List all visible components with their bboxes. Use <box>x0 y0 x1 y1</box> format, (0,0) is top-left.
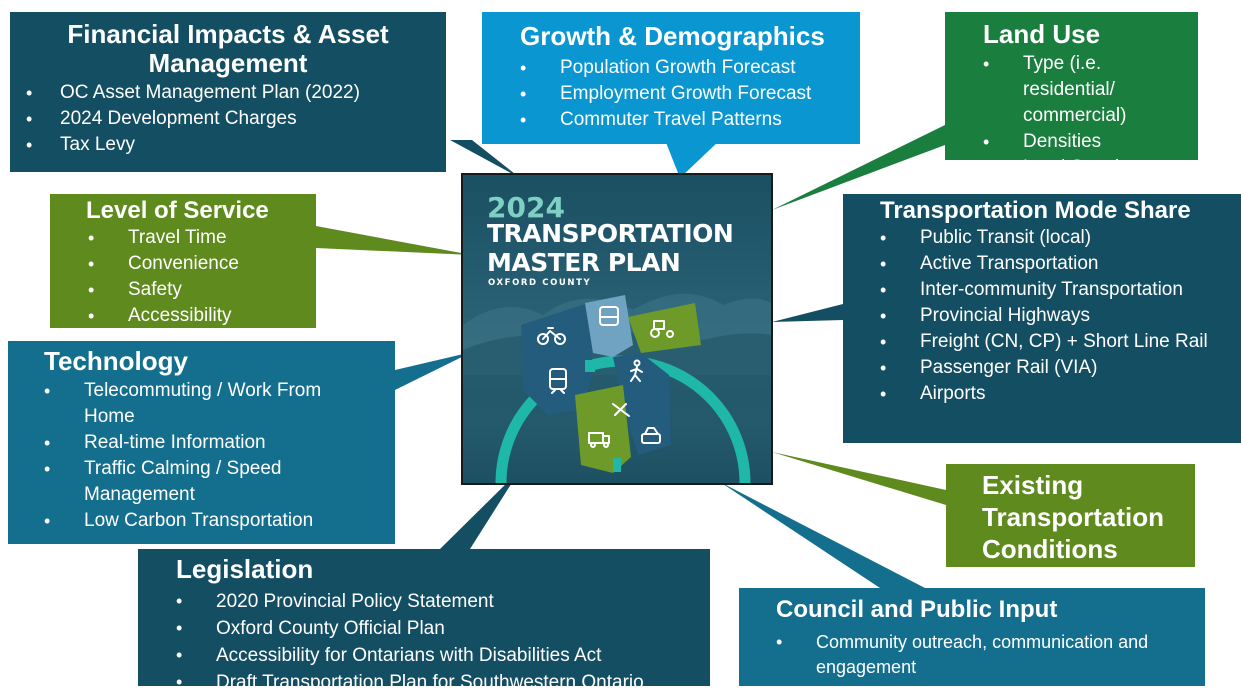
list-item: Convenience <box>88 251 316 277</box>
list-item: OC Asset Management Plan (2022) <box>26 80 446 106</box>
existing-conditions-box: Existing Transportation Conditions <box>946 464 1195 567</box>
list-item: 2024 Development Charges <box>26 106 446 132</box>
financial-impacts-box: Financial Impacts & Asset Management OC … <box>10 12 446 172</box>
council-public-input-list: Community outreach, communication and en… <box>739 630 1205 680</box>
land-use-list: Type (i.e. residential/ commercial) Dens… <box>945 51 1198 181</box>
list-item: Telecommuting / Work From Home <box>44 378 355 430</box>
growth-demographics-title: Growth & Demographics <box>520 21 825 51</box>
list-item: 2020 Provincial Policy Statement <box>176 588 710 615</box>
bus-icon <box>599 306 619 326</box>
list-item: Commuter Travel Patterns <box>520 107 860 133</box>
list-item: Low Carbon Transportation <box>44 508 355 534</box>
truck-icon <box>588 432 610 448</box>
list-item: Accessibility <box>88 303 316 329</box>
land-use-title: Land Use <box>983 19 1101 49</box>
list-item: Type (i.e. residential/ commercial) <box>983 51 1198 129</box>
county-map-graphic <box>521 295 701 473</box>
list-item: Population Growth Forecast <box>520 55 860 81</box>
mode-share-list: Public Transit (local) Active Transporta… <box>843 225 1241 407</box>
financial-impacts-list: OC Asset Management Plan (2022) 2024 Dev… <box>10 80 446 158</box>
list-item: Active Transportation <box>880 251 1221 277</box>
list-item: Accessibility for Ontarians with Disabil… <box>176 642 710 669</box>
existing-conditions-title: Existing Transportation Conditions <box>982 470 1165 564</box>
council-public-input-title: Council and Public Input <box>776 596 1058 623</box>
list-item: Employment Growth Forecast <box>520 81 860 107</box>
legislation-box: Legislation 2020 Provincial Policy State… <box>138 549 710 696</box>
mode-share-box: Transportation Mode Share Public Transit… <box>843 194 1241 443</box>
connector-council <box>720 482 925 588</box>
map-region-south <box>575 385 631 473</box>
report-cover-image: 2024 TRANSPORTATION MASTER PLAN OXFORD C… <box>461 173 773 485</box>
list-item: Land Supply <box>983 155 1198 181</box>
bicycle-icon <box>537 327 566 345</box>
list-item: Densities <box>983 129 1198 155</box>
level-of-service-title: Level of Service <box>86 197 269 224</box>
mode-share-title: Transportation Mode Share <box>880 197 1191 224</box>
cover-title-line1: TRANSPORTATION <box>487 219 734 248</box>
connector-financial <box>450 140 520 178</box>
technology-list: Telecommuting / Work From Home Real-time… <box>8 378 395 534</box>
technology-box: Technology Telecommuting / Work From Hom… <box>8 341 395 544</box>
council-public-input-box: Council and Public Input Community outre… <box>739 588 1205 686</box>
financial-impacts-title: Financial Impacts & Asset Management <box>67 19 389 79</box>
list-item: Oxford County Official Plan <box>176 615 710 642</box>
connector-land-use <box>772 125 945 210</box>
airplane-icon <box>612 403 630 417</box>
connector-technology <box>395 352 472 390</box>
list-item: Travel Time <box>88 225 316 251</box>
map-region-west <box>521 303 593 415</box>
cover-county: OXFORD COUNTY <box>488 278 592 288</box>
pedestrian-icon <box>630 359 643 382</box>
list-item: Inter-community Transportation <box>880 277 1221 303</box>
list-item: Freight (CN, CP) + Short Line Rail <box>880 329 1221 355</box>
cover-title-line2: MASTER PLAN <box>487 248 681 277</box>
map-marker-south <box>613 458 621 472</box>
train-icon <box>549 368 567 394</box>
list-item: Tax Levy <box>26 132 446 158</box>
list-item: Public Transit (local) <box>880 225 1221 251</box>
legislation-title: Legislation <box>176 554 314 584</box>
list-item: Provincial Highways <box>880 303 1221 329</box>
cover-year: 2024 <box>487 191 565 224</box>
growth-demographics-list: Population Growth Forecast Employment Gr… <box>482 55 860 133</box>
connector-existing <box>772 452 946 505</box>
legislation-list: 2020 Provincial Policy Statement Oxford … <box>138 588 710 696</box>
list-item: Community outreach, communication and en… <box>776 630 1185 680</box>
growth-demographics-box: Growth & Demographics Population Growth … <box>482 12 860 144</box>
level-of-service-box: Level of Service Travel Time Convenience… <box>50 194 316 329</box>
car-icon <box>641 427 661 444</box>
tractor-icon <box>650 320 674 338</box>
list-item: Safety <box>88 277 316 303</box>
map-marker-north <box>585 360 595 372</box>
list-item: Real-time Information <box>44 430 355 456</box>
connector-legislation <box>440 470 520 549</box>
connector-level-of-service <box>316 226 472 255</box>
technology-title: Technology <box>44 346 188 376</box>
land-use-box: Land Use Type (i.e. residential/ commerc… <box>945 12 1198 181</box>
level-of-service-list: Travel Time Convenience Safety Accessibi… <box>50 225 316 329</box>
list-item: Traffic Calming / Speed Management <box>44 456 355 508</box>
list-item: Draft Transportation Plan for Southweste… <box>176 669 710 696</box>
connector-mode-share <box>772 304 843 322</box>
connector-growth <box>665 140 720 178</box>
list-item: Airports <box>880 381 1221 407</box>
list-item: Passenger Rail (VIA) <box>880 355 1221 381</box>
map-region-central <box>613 353 671 455</box>
